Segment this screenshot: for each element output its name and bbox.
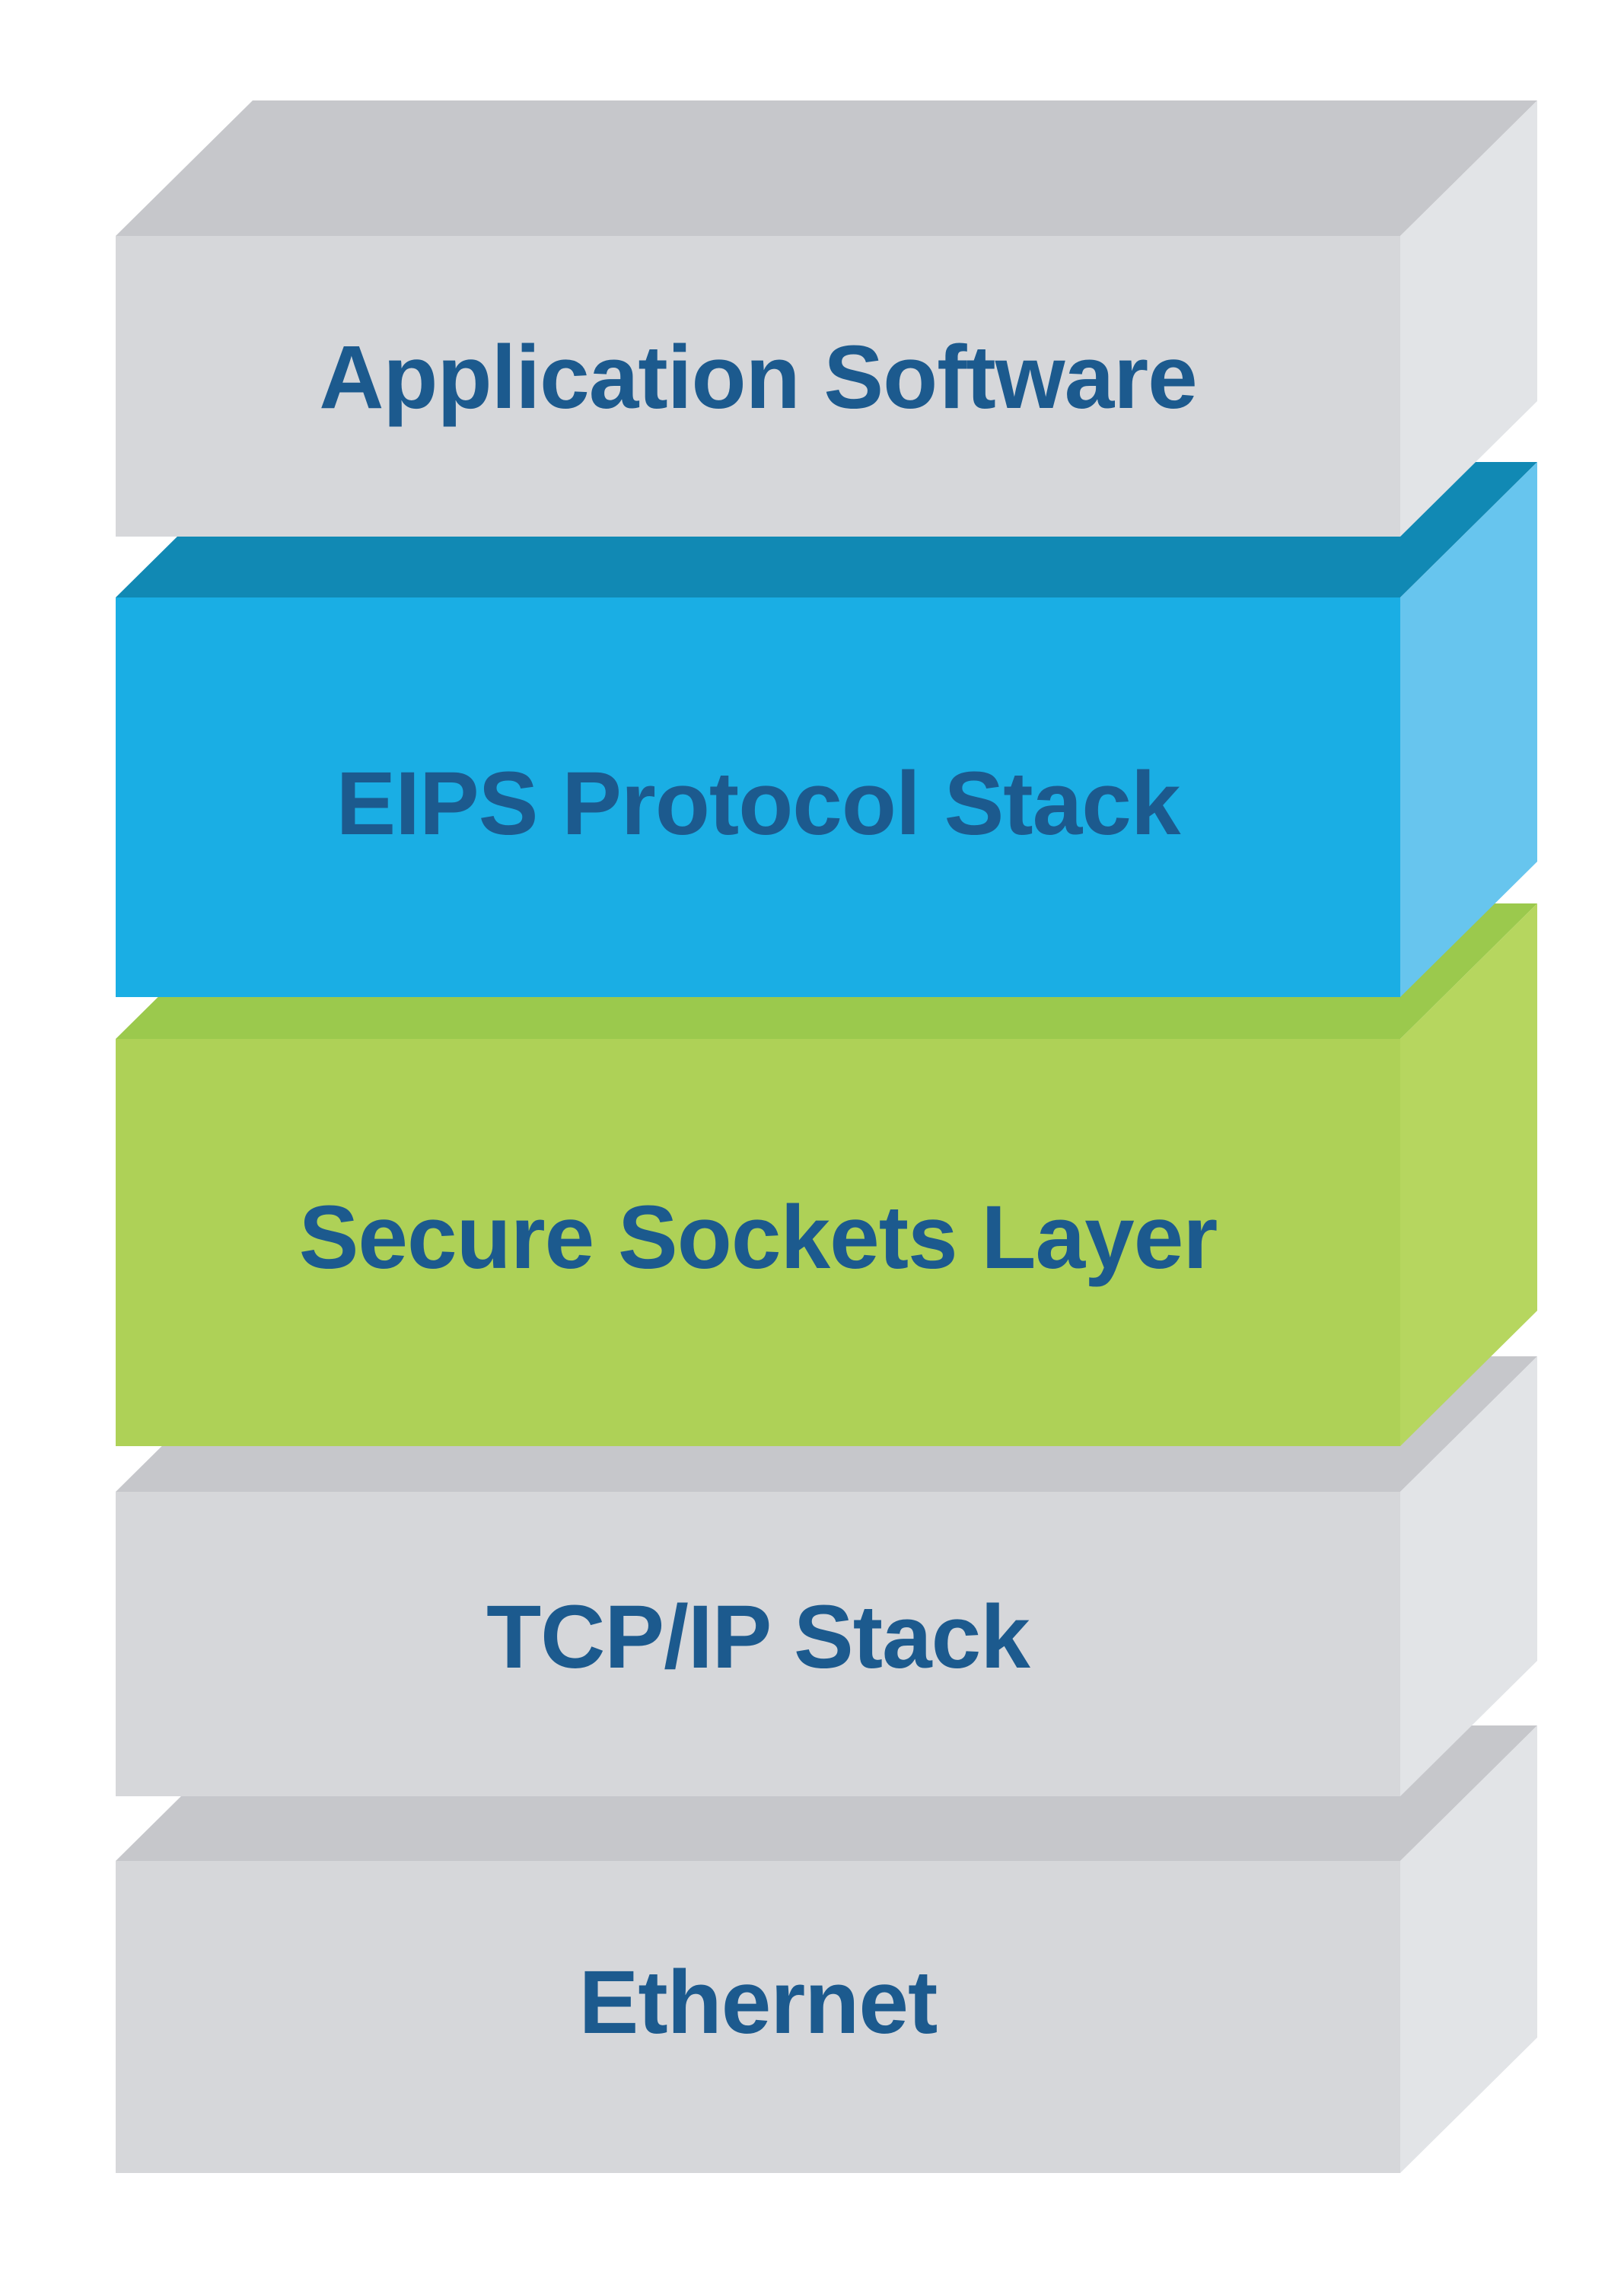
layer-front-face (116, 1492, 1400, 1796)
layer-secure-sockets-layer: Secure Sockets Layer (116, 903, 1537, 1446)
layer-front-face (116, 597, 1400, 997)
layer-application-software: Application Software (116, 100, 1537, 537)
layer-side-face (1400, 100, 1537, 537)
layer-front-face (116, 1039, 1400, 1446)
layer-side-face (1400, 462, 1537, 997)
layer-label-tcp-ip-stack: TCP/IP Stack (486, 1587, 1030, 1687)
layer-label-application-software: Application Software (319, 327, 1197, 428)
layer-label-secure-sockets-layer: Secure Sockets Layer (299, 1187, 1218, 1288)
layer-side-face (1400, 1725, 1537, 2173)
layer-top-face (116, 100, 1537, 236)
layer-label-eips-protocol-stack: EIPS Protocol Stack (336, 754, 1181, 854)
layer-front-face (116, 1861, 1400, 2173)
layer-eips-protocol-stack: EIPS Protocol Stack (116, 462, 1537, 997)
layers-group: Ethernet TCP/IP Stack Secure Sockets Layer… (116, 100, 1537, 2173)
layer-front-face (116, 236, 1400, 537)
layer-label-ethernet: Ethernet (579, 1952, 938, 2053)
layer-side-face (1400, 1356, 1537, 1796)
layer-side-face (1400, 903, 1537, 1446)
